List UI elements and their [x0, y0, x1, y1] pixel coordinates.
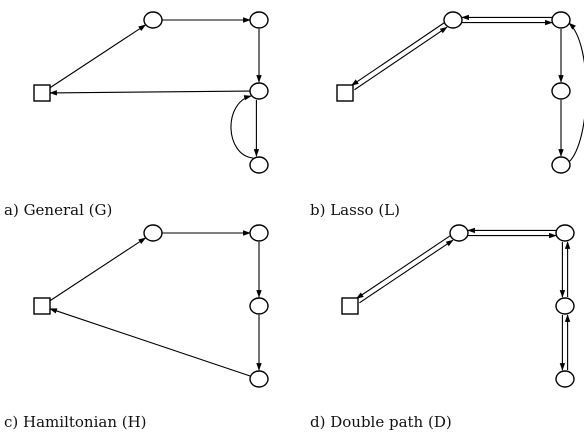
edge-n1-to-depot [350, 22, 445, 86]
edge-n1-to-depot [355, 235, 451, 299]
node-n1 [443, 11, 463, 29]
edge-n4-to-n2 [568, 22, 584, 163]
edge-n4-to-n3 [230, 95, 254, 159]
node-n1 [143, 11, 163, 29]
node-n4 [249, 156, 269, 174]
node-n1 [143, 224, 163, 242]
panel-lasso [336, 11, 584, 174]
depot-node [33, 297, 51, 315]
node-n4 [249, 370, 269, 388]
edge-n3-to-depot [49, 90, 251, 96]
caption-hamiltonian: c) Hamiltonian (H) [4, 413, 147, 431]
node-n2 [249, 11, 269, 29]
edge-depot-to-n1 [49, 237, 147, 302]
edge-depot-to-n1 [354, 26, 448, 91]
node-n4 [555, 370, 575, 388]
node-n3 [249, 82, 269, 100]
node-n2 [249, 224, 269, 242]
caption-double-path: d) Double path (D) [310, 413, 452, 431]
panel-double-path [341, 224, 575, 388]
node-n3 [551, 82, 571, 100]
node-n3 [249, 297, 269, 315]
depot-node [33, 84, 51, 102]
caption-lasso: b) Lasso (L) [310, 201, 400, 219]
edge-depot-to-n1 [49, 24, 147, 89]
panel-general [33, 11, 269, 174]
node-n2 [555, 224, 575, 242]
caption-general: a) General (G) [4, 201, 113, 219]
node-n3 [555, 297, 575, 315]
edge-depot-to-n1 [359, 239, 454, 304]
node-n2 [551, 11, 571, 29]
panel-hamiltonian [33, 224, 269, 388]
node-n4 [551, 156, 571, 174]
depot-node [341, 297, 359, 315]
edge-n4-to-depot [49, 308, 251, 377]
node-n1 [449, 224, 469, 242]
depot-node [336, 84, 354, 102]
